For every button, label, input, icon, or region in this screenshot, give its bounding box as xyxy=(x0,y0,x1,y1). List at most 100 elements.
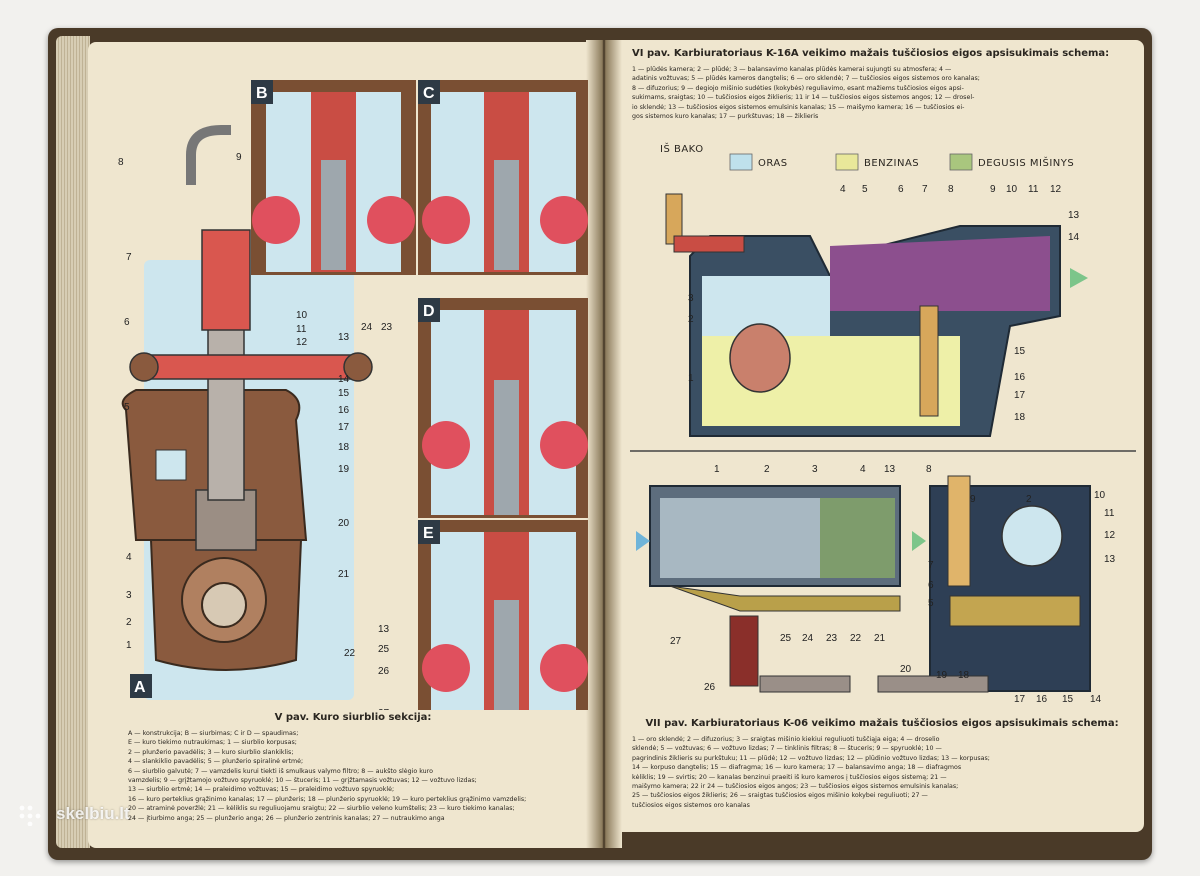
fig6-label: 5 xyxy=(862,184,868,195)
fig-e-label: 13 xyxy=(378,624,390,635)
fig7-label: 15 xyxy=(1062,694,1074,705)
figure-7-carburetor-k06: 1 2 3 4 13 8 9 2 10 11 12 13 7 6 5 27 25… xyxy=(636,464,1116,705)
caption-line: io sklendė; 13 — tuščiosios eigos sistem… xyxy=(632,103,965,111)
fig6-label: 3 xyxy=(688,293,694,304)
fig-a-label: 3 xyxy=(126,590,132,601)
fig-a-label: 8 xyxy=(118,157,124,168)
fig7-label: 6 xyxy=(928,580,934,591)
caption-line: E — kuro tiekimo nutraukimas; 1 — siurbl… xyxy=(128,739,297,747)
fig7-label: 27 xyxy=(670,636,682,647)
fig6-caption-title: VI pav. Karbiuratoriaus K-16A veikimo ma… xyxy=(632,48,1110,59)
fig7-label: 12 xyxy=(1104,530,1116,541)
fig7-label: 25 xyxy=(780,633,792,644)
fig7-label: 11 xyxy=(1104,508,1115,519)
fig7-label: 4 xyxy=(860,464,866,475)
left-figures: A 8 9 7 6 13 12 11 10 14 15 16 17 18 19 … xyxy=(96,70,588,710)
figure-b-suction: B 24 23 xyxy=(251,80,416,333)
legend-air-swatch xyxy=(729,153,753,171)
fig7-label: 9 xyxy=(970,494,976,505)
fig-b-label: 23 xyxy=(381,322,393,333)
fig7-label: 8 xyxy=(926,464,932,475)
fig7-label: 26 xyxy=(704,682,716,693)
fig5-caption: V pav. Kuro siurblio sekcija: A — konstr… xyxy=(128,712,578,823)
fig7-label: 14 xyxy=(1090,694,1102,705)
caption-line: 4 — slankiklio pavadėlis; 5 — plunžerio … xyxy=(128,758,304,766)
watermark-text: skelbiu.lt xyxy=(56,804,130,823)
legend: IŠ BAKO ORAS BENZINAS DEGUSIS MIŠINYS xyxy=(660,142,1074,171)
figure-e-cutoff: E 13 25 26 27 xyxy=(378,520,588,710)
fig-a-label: 9 xyxy=(236,152,242,163)
caption-line: pagrindinis žiklieris su purkštuku; 11 —… xyxy=(632,754,990,762)
fig6-label: 16 xyxy=(1014,372,1026,383)
caption-line: 25 — tuščiosios eigos žiklieris; 26 — sr… xyxy=(632,792,928,800)
fig7-label: 3 xyxy=(812,464,818,475)
fig7-label: 22 xyxy=(850,633,862,644)
fig-a-label: 6 xyxy=(124,317,130,328)
fig7-label: 19 xyxy=(936,670,948,681)
fig6-label: 7 xyxy=(922,184,928,195)
caption-line: 2 — plunžerio pavadėlis; 3 — kuro siurbl… xyxy=(128,748,294,756)
watermark-dots-icon xyxy=(19,805,41,826)
fig-a-label: 19 xyxy=(338,464,350,475)
fig7-label: 23 xyxy=(826,633,838,644)
fig-a-label: 14 xyxy=(338,374,350,385)
fig7-caption-body: 1 — oro sklendė; 2 — difuzorius; 3 — sra… xyxy=(632,735,1132,810)
legend-gasoline: BENZINAS xyxy=(864,158,919,169)
fig7-label: 21 xyxy=(874,633,886,644)
figure-d-letter: D xyxy=(423,303,435,320)
caption-line: 24 — įtiurbimo anga; 25 — plunžerio anga… xyxy=(128,814,445,822)
fig-e-label: 26 xyxy=(378,666,390,677)
fig7-caption-title: VII pav. Karbiuratoriaus K-06 veikimo ma… xyxy=(645,718,1119,729)
fig-a-label: 13 xyxy=(338,332,350,343)
fig7-label: 17 xyxy=(1014,694,1026,705)
fig6-label: 15 xyxy=(1014,346,1026,357)
fig-a-label: 18 xyxy=(338,442,350,453)
fig-a-label: 1 xyxy=(126,640,132,651)
caption-line: 8 — difuzorius; 9 — degiojo mišinio sudė… xyxy=(632,84,964,92)
figure-d-pressure: D xyxy=(418,298,588,518)
caption-line: sklendė; 5 — vožtuvas; 6 — vožtuvo lizda… xyxy=(632,745,942,753)
fig7-label: 5 xyxy=(928,598,934,609)
fig-a-label: 10 xyxy=(296,310,308,321)
fig7-label: 18 xyxy=(958,670,970,681)
legend-burnt-mixture: DEGUSIS MIŠINYS xyxy=(978,156,1074,169)
fig6-label: 12 xyxy=(1050,184,1062,195)
fig6-label: 14 xyxy=(1068,232,1080,243)
fig6-label: 18 xyxy=(1014,412,1026,423)
fig5-caption-title: V pav. Kuro siurblio sekcija: xyxy=(274,712,432,723)
fig-a-label: 16 xyxy=(338,405,350,416)
fig6-label: 1 xyxy=(688,373,694,384)
fig7-label: 10 xyxy=(1094,490,1106,501)
fig-e-label: 27 xyxy=(378,708,390,710)
figure-e-letter: E xyxy=(423,525,434,542)
fig6-label: 6 xyxy=(898,184,904,195)
fig-a-label: 21 xyxy=(338,569,350,580)
caption-line: tuščiosios eigos sistemos oro kanalas xyxy=(632,801,750,809)
caption-line: maišymo kamera; 22 ir 24 — tuščiosios ei… xyxy=(632,783,959,791)
fig-a-label: 11 xyxy=(296,324,307,335)
figure-a-letter: A xyxy=(134,679,146,696)
caption-line: 1 — plūdės kamera; 2 — plūdė; 3 — balans… xyxy=(632,66,952,73)
caption-line: 6 — siurblio galvutė; 7 — vamzdelis kuru… xyxy=(128,767,433,775)
caption-line: kėliklis; 19 — svirtis; 20 — kanalas ben… xyxy=(632,773,947,781)
caption-line: 20 — atraminė poveržlė; 21 — kėliklis su… xyxy=(128,805,515,813)
fig7-label: 13 xyxy=(1104,554,1116,565)
caption-line: A — konstrukcija; B — siurbimas; C ir D … xyxy=(128,730,299,737)
fig6-caption: VI pav. Karbiuratoriaus K-16A veikimo ma… xyxy=(632,48,1132,121)
legend-air: ORAS xyxy=(758,158,788,169)
caption-line: adatinis vožtuvas; 5 — plūdės kameros da… xyxy=(632,75,980,83)
fig6-label: 4 xyxy=(840,184,846,195)
fig-a-label: 5 xyxy=(124,402,130,413)
book-gutter xyxy=(586,40,622,848)
fig6-label: 2 xyxy=(688,314,694,325)
caption-line: 1 — oro sklendė; 2 — difuzorius; 3 — sra… xyxy=(632,736,940,743)
page-stack-edge xyxy=(56,36,90,848)
fig-a-label: 4 xyxy=(126,552,132,563)
fig6-label: 9 xyxy=(990,184,996,195)
fig7-label: 20 xyxy=(900,664,912,675)
caption-line: gos sistemos kuro kanalas; 17 — purkštuv… xyxy=(632,113,819,121)
fig7-label: 16 xyxy=(1036,694,1048,705)
fig6-caption-body: 1 — plūdės kamera; 2 — plūdė; 3 — balans… xyxy=(632,65,1132,121)
fig7-label: 1 xyxy=(714,464,720,475)
fig6-label: 10 xyxy=(1006,184,1018,195)
